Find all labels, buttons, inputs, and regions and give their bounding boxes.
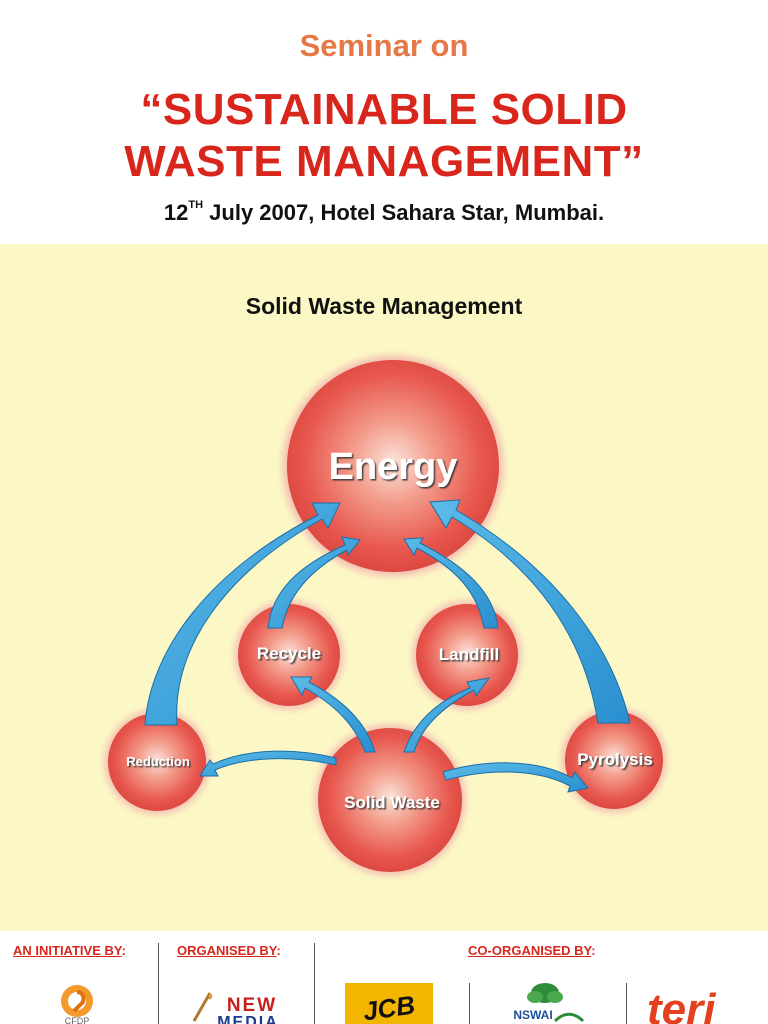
cfdp-logo: CFDP (61, 985, 93, 1024)
jcb-logo: JCB (345, 983, 433, 1024)
svg-text:NSWAI: NSWAI (513, 1008, 552, 1022)
divider (314, 943, 315, 1024)
divider (626, 983, 627, 1024)
label-landfill: Landfill (439, 645, 499, 664)
svg-text:JCB: JCB (361, 990, 417, 1024)
label-pyrolysis: Pyrolysis (577, 750, 653, 769)
initiative-label: AN INITIATIVE BY: (13, 943, 126, 958)
coorganised-label: CO-ORGANISED BY: (468, 943, 596, 958)
new-media-logo: NEW MEDIA (192, 992, 279, 1024)
header: Seminar on “SUSTAINABLE SOLID WASTE MANA… (0, 0, 768, 244)
date-superscript: TH (188, 198, 204, 211)
arrow-recycle-to-energy (267, 536, 361, 629)
bubble-recycle (235, 601, 343, 709)
label-reduction: Reduction (126, 754, 190, 769)
footer-sponsors: AN INITIATIVE BY: ORGANISED BY: CO-ORGAN… (0, 931, 768, 1024)
bubble-reduction (105, 710, 209, 814)
arrow-solidwaste-to-landfill (403, 677, 491, 753)
label-solid-waste: Solid Waste (344, 793, 440, 812)
date-venue: 12TH July 2007, Hotel Sahara Star, Mumba… (0, 198, 768, 226)
title-line-1: “SUSTAINABLE SOLID (140, 85, 628, 134)
diagram-title: Solid Waste Management (245, 293, 523, 319)
svg-text:CFDP: CFDP (65, 1016, 90, 1024)
arrow-solidwaste-to-reduction (199, 750, 337, 777)
seminar-title: “SUSTAINABLE SOLID WASTE MANAGEMENT” (0, 84, 768, 188)
title-line-2: WASTE MANAGEMENT” (124, 137, 644, 186)
organised-label: ORGANISED BY: (177, 943, 281, 958)
svg-text:MEDIA: MEDIA (217, 1014, 279, 1024)
arrow-pyrolysis-to-energy (429, 499, 631, 724)
divider (158, 943, 159, 1024)
nswai-logo: NSWAI (513, 983, 585, 1023)
arrow-solidwaste-to-pyrolysis (442, 762, 589, 793)
label-recycle: Recycle (257, 644, 321, 663)
bubble-pyrolysis (562, 708, 666, 812)
waste-cycle-diagram: Energy Recycle Landfill Reduction Solid … (105, 356, 666, 875)
arrow-landfill-to-energy (403, 537, 499, 629)
date-rest: July 2007, Hotel Sahara Star, Mumbai. (203, 200, 605, 225)
divider (469, 983, 470, 1024)
teri-logo: teri (647, 986, 716, 1024)
date-day: 12 (163, 200, 189, 225)
arrow-reduction-to-energy (144, 502, 341, 726)
label-energy: Energy (329, 446, 458, 488)
arrow-solidwaste-to-recycle (290, 676, 376, 753)
bubble-landfill (413, 601, 521, 709)
bubble-solid-waste (315, 725, 465, 875)
pre-title: Seminar on (299, 28, 469, 63)
svg-text:teri: teri (647, 986, 716, 1024)
svg-text:NEW: NEW (227, 995, 277, 1016)
